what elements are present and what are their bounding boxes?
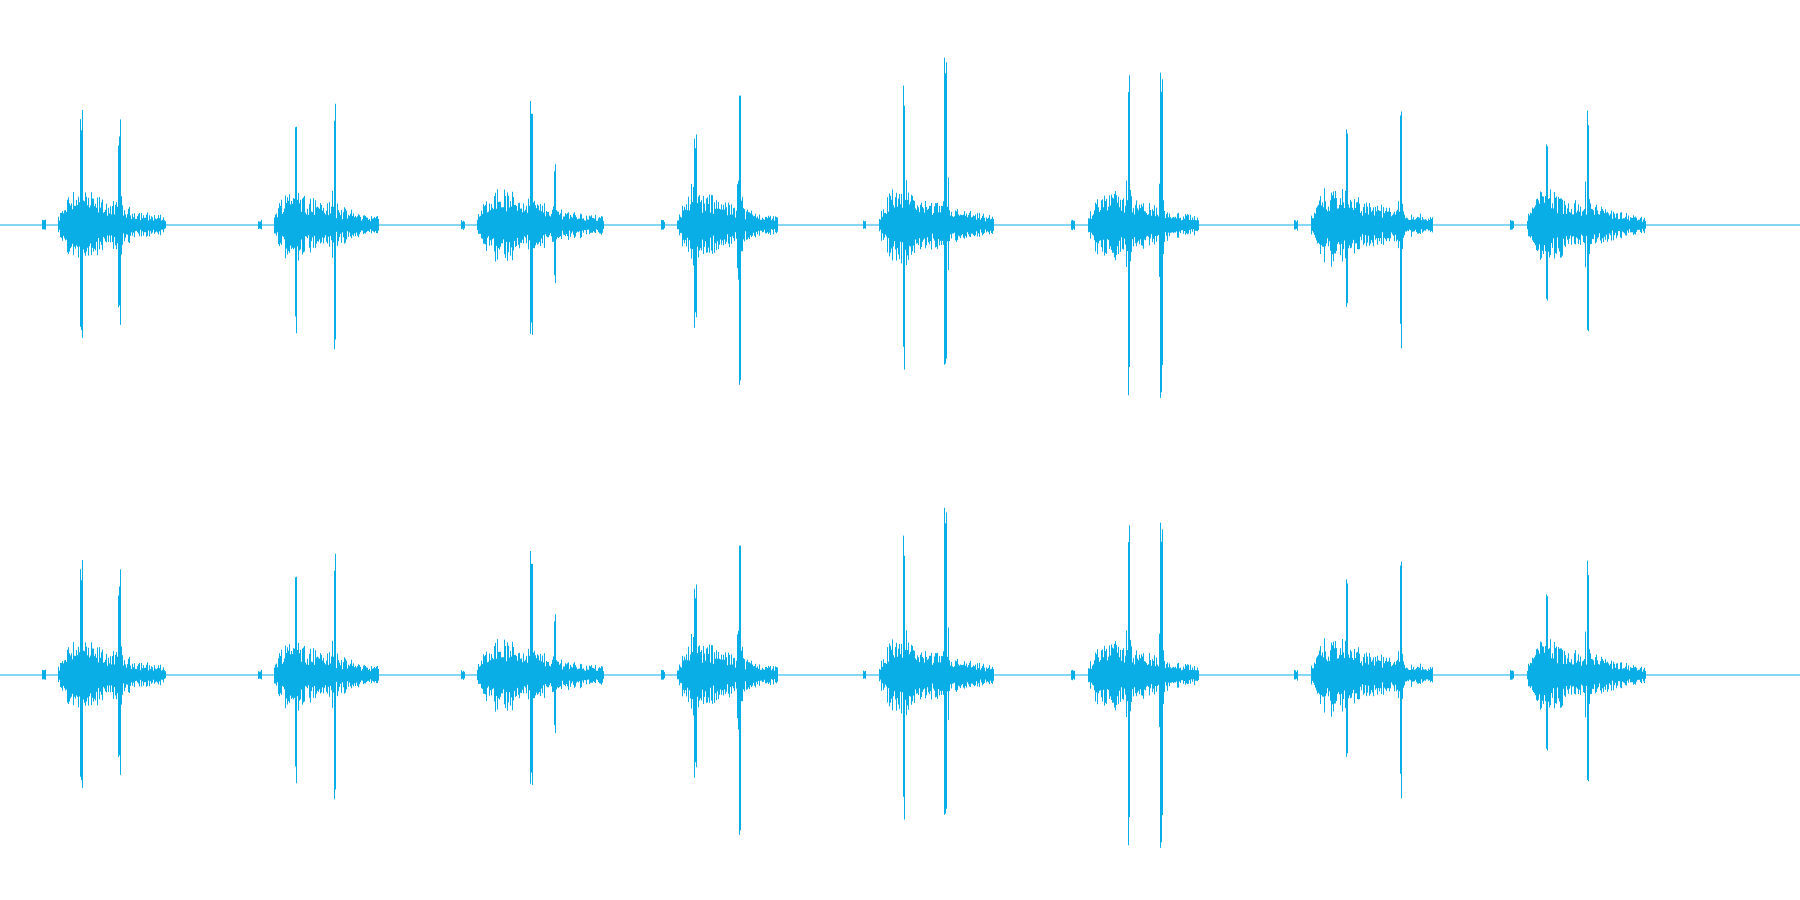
waveform-channel-2[interactable] bbox=[0, 507, 1800, 848]
waveform-samples bbox=[42, 57, 1646, 398]
waveform-channel-1[interactable] bbox=[0, 57, 1800, 398]
waveform-samples bbox=[42, 507, 1646, 848]
